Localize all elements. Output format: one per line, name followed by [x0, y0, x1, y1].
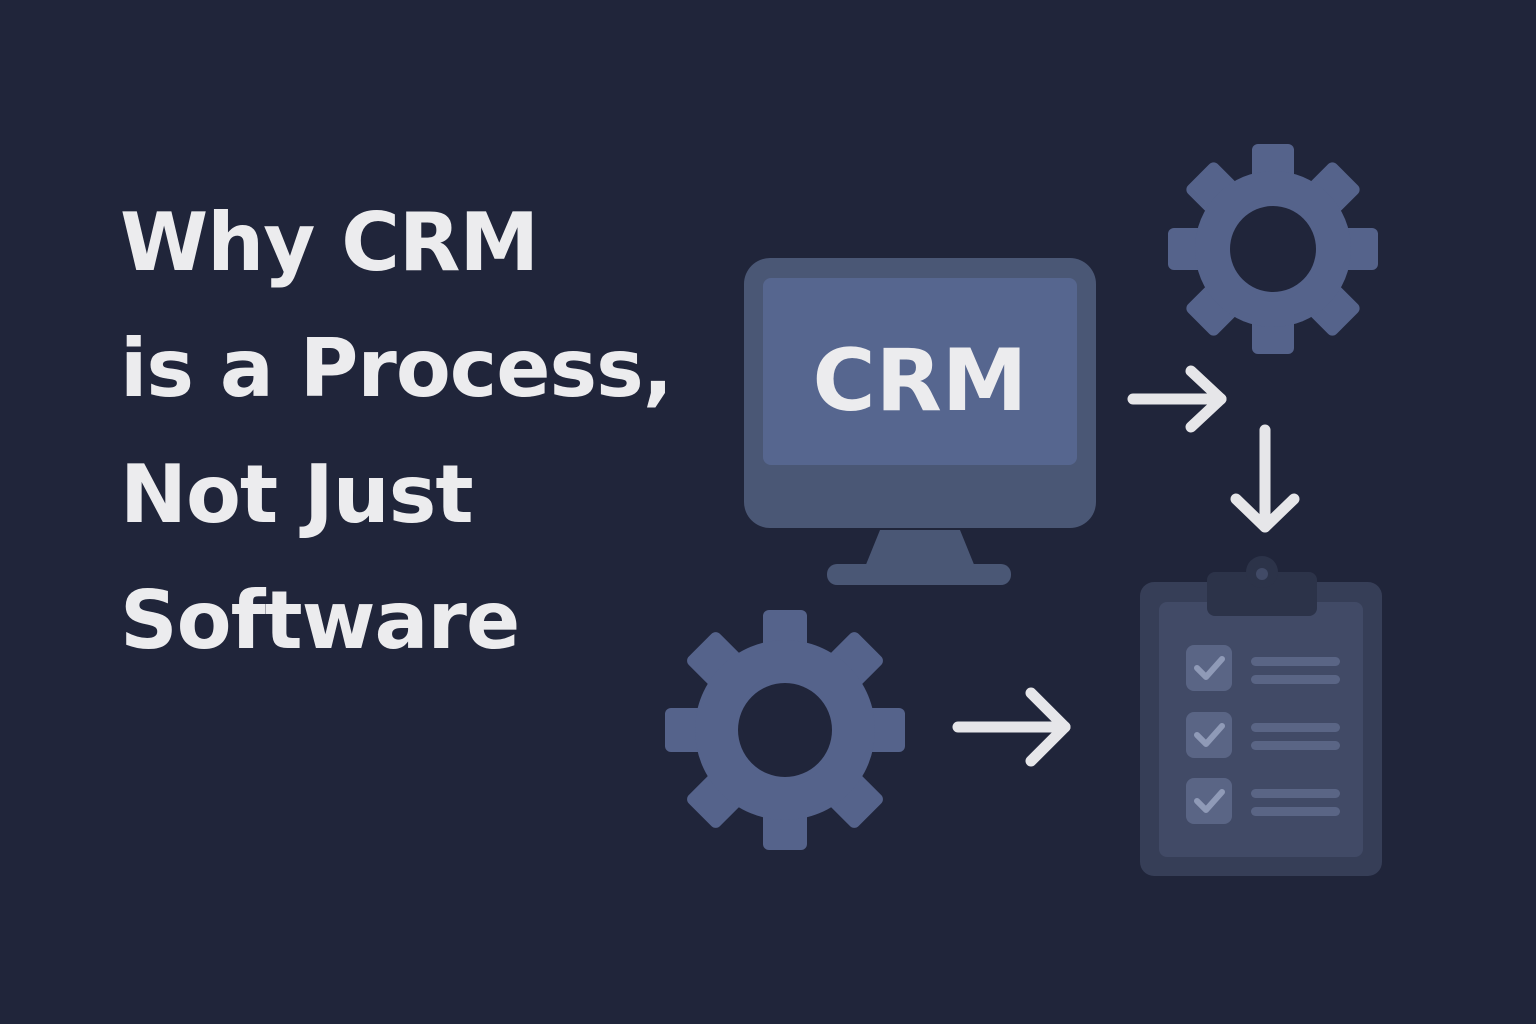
headline-line-2: is a Process, — [120, 322, 673, 415]
arrow-right-icon — [952, 687, 1071, 767]
monitor-base — [827, 564, 1011, 585]
headline-line-1: Why CRM — [120, 196, 539, 289]
monitor-screen — [763, 278, 1077, 465]
gear-icon — [665, 610, 905, 850]
gear-icon — [1168, 144, 1378, 354]
monitor-icon: CRM — [744, 258, 1096, 585]
arrow-right-icon — [1127, 365, 1227, 433]
monitor-screen-label: CRM — [813, 331, 1028, 431]
checklist-item — [1186, 645, 1340, 691]
clipboard-checklist-icon — [1140, 556, 1382, 876]
headline: Why CRM is a Process, Not Just Software — [120, 180, 740, 684]
headline-line-4: Software — [120, 574, 520, 667]
checklist-item — [1186, 712, 1340, 758]
check-icon — [1194, 723, 1225, 747]
checkbox-icon — [1186, 712, 1232, 758]
headline-line-3: Not Just — [120, 448, 474, 541]
check-icon — [1194, 789, 1225, 813]
check-icon — [1194, 656, 1225, 680]
checklist-item — [1186, 778, 1340, 824]
checkbox-icon — [1186, 778, 1232, 824]
monitor-neck — [865, 530, 975, 567]
arrow-down-icon — [1230, 424, 1300, 533]
clipboard-clip — [1207, 572, 1317, 616]
checkbox-icon — [1186, 645, 1232, 691]
